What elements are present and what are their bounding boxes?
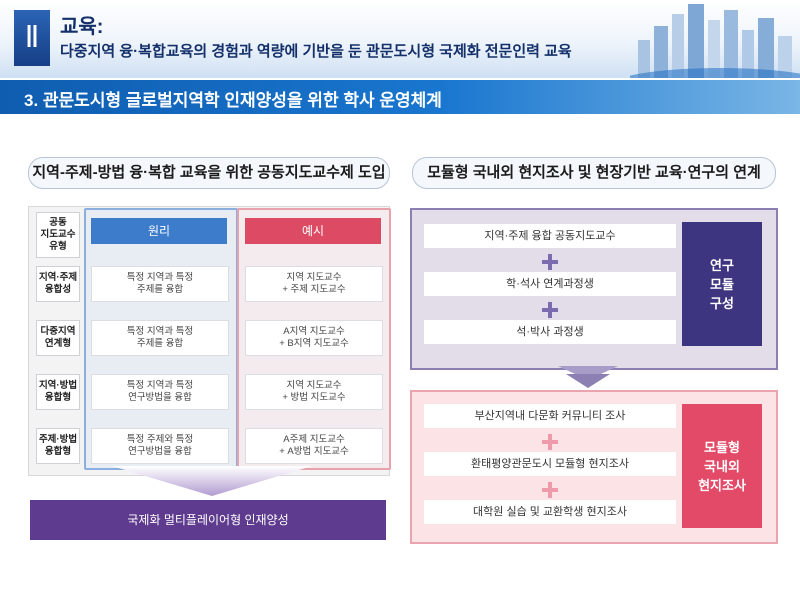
down-chevron-icon	[558, 366, 618, 388]
principle-cell: 특정 주제와 특정 연구방법을 융합	[91, 428, 229, 464]
example-cell: A지역 지도교수 + B지역 지도교수	[245, 320, 383, 356]
plus-icon	[542, 482, 558, 498]
row-type-label: 지역·방법 융합형	[36, 374, 80, 410]
principle-cell: 특정 지역과 특정 연구방법을 융합	[91, 374, 229, 410]
field-item: 부산지역내 다문화 커뮤니티 조사	[424, 404, 676, 428]
research-item: 학·석사 연계과정생	[424, 272, 676, 296]
left-panel-title: 지역-주제-방법 융·복합 교육을 위한 공동지도교수제 도입	[28, 157, 390, 189]
field-item: 대학원 실습 및 교환학생 현지조사	[424, 500, 676, 524]
principle-cell: 특정 지역과 특정 주제를 융합	[91, 320, 229, 356]
row-type-label: 주제·방법 융합형	[36, 428, 80, 464]
research-item: 지역·주제 융합 공동지도교수	[424, 224, 676, 248]
header-banner	[0, 0, 800, 78]
example-cell: 지역 지도교수 + 방법 지도교수	[245, 374, 383, 410]
section-bar	[0, 80, 800, 114]
plus-icon	[542, 302, 558, 318]
research-item: 석·박사 과정생	[424, 320, 676, 344]
chapter-title: 교육:	[60, 16, 104, 38]
city-skyline-graphic	[630, 4, 800, 78]
field-item: 환태평양관문도시 모듈형 현지조사	[424, 452, 676, 476]
example-cell: 지역 지도교수 + 주제 지도교수	[245, 266, 383, 302]
field-survey-label: 모듈형 국내외 현지조사	[682, 404, 762, 528]
example-cell: A주제 지도교수 + A방법 지도교수	[245, 428, 383, 464]
chapter-numeral: Ⅱ	[14, 10, 50, 66]
right-panel-title: 모듈형 국내외 현지조사 및 현장기반 교육·연구의 연계	[412, 157, 776, 189]
plus-icon	[542, 434, 558, 450]
matrix-corner-label: 공동 지도교수 유형	[36, 212, 80, 258]
principle-column-header: 원리	[91, 218, 227, 244]
example-column-header: 예시	[245, 218, 381, 244]
research-module-label: 연구 모듈 구성	[682, 222, 762, 346]
down-arrow-icon	[112, 466, 312, 496]
plus-icon	[542, 254, 558, 270]
result-box: 국제화 멀티플레이어형 인재양성	[30, 500, 386, 540]
row-type-label: 다중지역 연계형	[36, 320, 80, 356]
section-title: 3. 관문도시형 글로벌지역학 인재양성을 위한 학사 운영체계	[24, 91, 442, 110]
principle-cell: 특정 지역과 특정 주제를 융합	[91, 266, 229, 302]
row-type-label: 지역·주제 융합성	[36, 266, 80, 302]
chapter-description: 다중지역 융·복합교육의 경험과 역량에 기반을 둔 관문도시형 국제화 전문인…	[60, 43, 572, 60]
